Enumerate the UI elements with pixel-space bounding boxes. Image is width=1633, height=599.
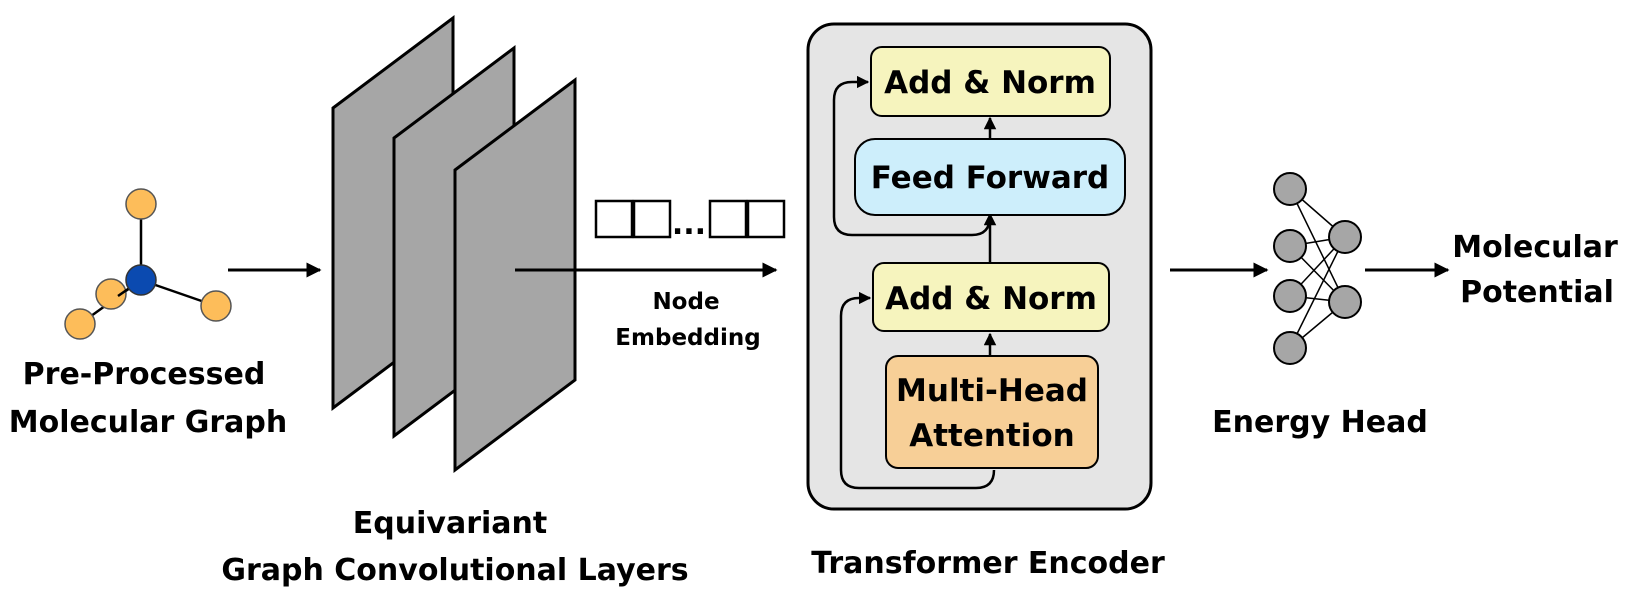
feed-forward-box [854, 138, 1126, 216]
feed-forward-label: Feed Forward [871, 160, 1110, 196]
multi-head-attention-box [885, 355, 1099, 469]
add-norm-top-label: Add & Norm [884, 65, 1096, 101]
add-norm-bottom-label: Add & Norm [885, 281, 1097, 317]
molecular-graph-icon [64, 188, 232, 340]
add-norm-top-box [870, 46, 1111, 117]
embedding-ellipsis: ... [672, 207, 706, 242]
token-box [708, 199, 748, 239]
residual-connection-top [832, 75, 992, 237]
token-box [632, 199, 672, 239]
atom-top [125, 188, 157, 220]
nn-output-node [1328, 285, 1362, 319]
token-box [594, 199, 634, 239]
energy-head-label: Energy Head [1212, 405, 1428, 440]
token-box [746, 199, 786, 239]
output-label-line2: Potential [1460, 275, 1614, 310]
residual-connection-bottom [839, 291, 996, 490]
atom-back [95, 278, 127, 310]
nn-input-node [1273, 331, 1307, 365]
add-norm-bottom-box [872, 262, 1110, 332]
embedding-label-line2: Embedding [615, 325, 760, 351]
input-label-line1: Pre-Processed [23, 357, 266, 392]
gcn-label-line1: Equivariant [353, 506, 547, 541]
transformer-title: Transformer Encoder [811, 546, 1165, 581]
embedding-label-line1: Node [652, 289, 719, 315]
atom-center [125, 264, 157, 296]
gcn-label-line2: Graph Convolutional Layers [221, 553, 688, 588]
nn-input-node [1273, 279, 1307, 313]
input-label-line2: Molecular Graph [9, 405, 288, 440]
energy-head-network-icon [1273, 172, 1362, 365]
gcn-layer-3 [453, 77, 577, 473]
atom-right [200, 290, 232, 322]
atom-bottom-left [64, 308, 96, 340]
mha-label-line1: Multi-Head [896, 373, 1088, 409]
node-embedding-tokens [594, 199, 786, 239]
nn-output-node [1328, 220, 1362, 254]
nn-input-node [1273, 172, 1307, 206]
output-label-line1: Molecular [1452, 230, 1618, 265]
gcn-layers-stack [331, 15, 577, 473]
mha-label-line2: Attention [909, 418, 1075, 454]
nn-input-node [1273, 229, 1307, 263]
